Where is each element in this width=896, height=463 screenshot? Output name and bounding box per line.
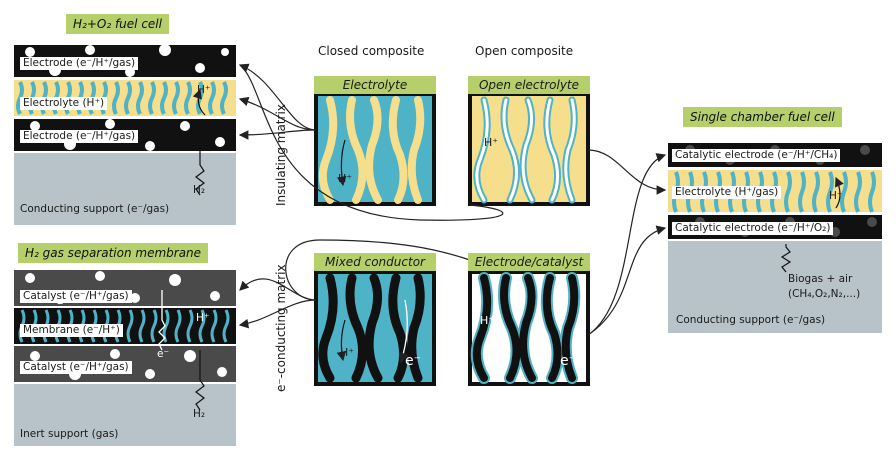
fc-support <box>14 153 236 225</box>
fc-support-label: Conducting support (e⁻/gas) <box>20 203 170 215</box>
fuel-cell-stack <box>14 44 236 225</box>
mixed-conductor-box <box>314 270 436 386</box>
mb-support-label: Inert support (gas) <box>20 428 119 440</box>
mb-gas-squiggle <box>195 350 205 411</box>
sc-support <box>668 241 882 333</box>
sc-biogas-line2: (CH₄,O₂,N₂,...) <box>788 288 861 300</box>
insulating-matrix-label: Insulating matrix <box>274 104 288 206</box>
fc-electrode-top-label: Electrode (e⁻/H⁺/gas) <box>20 57 139 70</box>
fc-ion-label: H⁺ <box>197 84 211 96</box>
fc-electrode-bottom-label: Electrode (e⁻/H⁺/gas) <box>20 130 139 143</box>
electrolyte-box <box>314 92 436 206</box>
e-conducting-matrix-label: e⁻-conducting matrix <box>274 264 288 392</box>
electrode-catalyst-ion-label: H⁺ <box>480 314 495 327</box>
sc-electrolyte-label: Electrolyte (H⁺/gas) <box>672 186 782 199</box>
electrolyte-title: Electrolyte <box>314 76 436 94</box>
open-composite-header: Open composite <box>475 44 574 58</box>
electrode-catalyst-title: Electrode/catalyst <box>468 253 590 271</box>
mb-gas-label: H₂ <box>193 408 206 420</box>
sc-electrode-top-label: Catalytic electrode (e⁻/H⁺/CH₄) <box>672 149 841 162</box>
mb-electron-label: e⁻ <box>157 348 170 360</box>
fc-electrolyte-label: Electrolyte (H⁺) <box>20 97 108 110</box>
open-electrolyte-ion-label: H⁺ <box>484 136 499 149</box>
single-chamber-stack <box>668 143 882 333</box>
electrode-catalyst-electron-label: e⁻ <box>560 353 577 369</box>
open-electrolyte-title: Open electrolyte <box>468 76 590 94</box>
connector-arrows <box>238 63 667 336</box>
sc-biogas-line1: Biogas + air <box>788 273 853 285</box>
sc-electrode-bottom-label: Catalytic electrode (e⁻/H⁺/O₂) <box>672 222 834 235</box>
closed-composite-header: Closed composite <box>318 44 425 58</box>
mb-ion-label: H⁺ <box>196 312 210 324</box>
mb-catalyst-bottom-label: Catalyst (e⁻/H⁺/gas) <box>20 361 132 374</box>
mb-catalyst-top-label: Catalyst (e⁻/H⁺/gas) <box>20 290 132 303</box>
sc-ion-label: H⁺ <box>829 190 843 202</box>
electrolyte-ion-label: H⁺ <box>338 172 353 185</box>
mb-membrane-label: Membrane (e⁻/H⁺) <box>20 324 123 337</box>
sc-support-label: Conducting support (e⁻/gas) <box>676 314 826 326</box>
fc-ion-arrow <box>192 88 206 116</box>
fc-gas-squiggle <box>195 120 205 196</box>
mixed-conductor-electron-label: e⁻ <box>405 353 422 369</box>
membrane-title: H₂ gas separation membrane <box>18 243 209 263</box>
open-electrolyte-box <box>468 92 590 206</box>
mixed-conductor-title: Mixed conductor <box>314 253 436 271</box>
fuel-cell-title: H₂+O₂ fuel cell <box>66 14 169 34</box>
electrode-catalyst-box <box>468 270 590 386</box>
mb-catalyst-bottom-pores <box>30 349 227 380</box>
mb-electron-path <box>158 290 166 351</box>
mixed-conductor-ion-label: H⁺ <box>340 346 355 359</box>
single-chamber-title: Single chamber fuel cell <box>683 107 842 127</box>
fc-gas-label: H₂ <box>193 184 206 196</box>
